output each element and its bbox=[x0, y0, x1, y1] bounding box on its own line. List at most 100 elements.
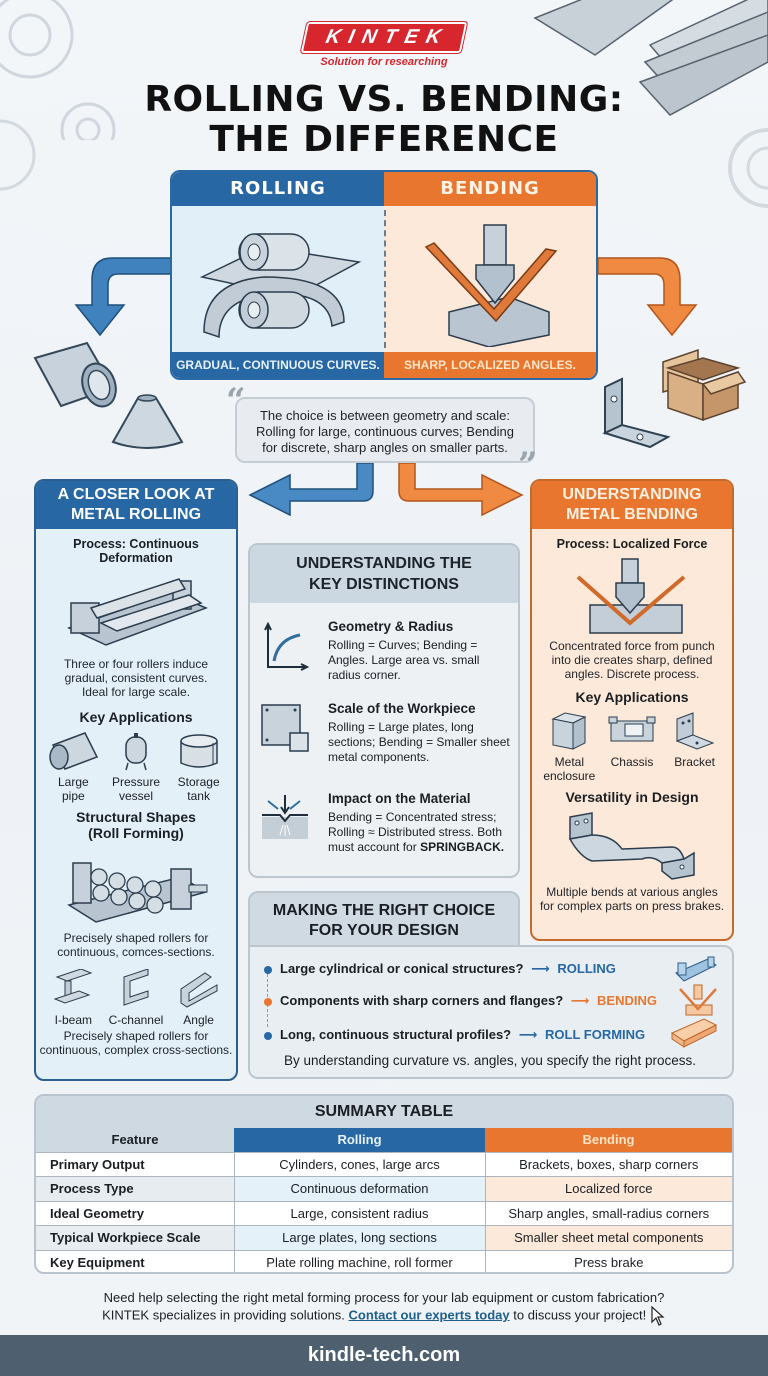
app-chassis: Chassis bbox=[601, 711, 663, 783]
enclosure-icon bbox=[551, 712, 587, 750]
table-row: Process Type Continuous deformation Loca… bbox=[36, 1176, 732, 1201]
pipe-icon bbox=[33, 341, 117, 408]
choice-row-roll-forming: Long, continuous structural profiles? ⟶ … bbox=[264, 1027, 645, 1043]
choice-summary-text: By understanding curvature vs. angles, y… bbox=[284, 1053, 696, 1068]
roll-forming-mini-icon bbox=[670, 1018, 718, 1048]
summary-grid: Feature Rolling Bending Primary Output C… bbox=[36, 1128, 732, 1272]
stress-impact-icon bbox=[262, 795, 308, 839]
choice-row-rolling: Large cylindrical or conical structures?… bbox=[264, 961, 616, 977]
plate-scale-icon bbox=[261, 704, 309, 752]
storage-tank-icon bbox=[179, 734, 218, 768]
versatility-desc: Multiple bends at various angles for com… bbox=[539, 885, 725, 913]
rolling-apps-title: Key Applications bbox=[79, 709, 193, 725]
rolling-process-desc: Three or four rollers induce gradual, co… bbox=[63, 657, 209, 699]
page-title: ROLLING VS. BENDING: THE DIFFERENCE bbox=[144, 79, 624, 160]
rolling-panel-title: A CLOSER LOOK AT METAL ROLLING bbox=[36, 481, 236, 529]
roll-forming-machine-icon bbox=[67, 862, 208, 923]
metal-rolling-panel: A CLOSER LOOK AT METAL ROLLING Process: … bbox=[34, 479, 238, 1081]
cursor-pointer-icon bbox=[651, 1305, 665, 1326]
punch-die-icon bbox=[576, 558, 686, 634]
close-quote-icon: ” bbox=[518, 445, 538, 485]
roll-forming-footnote: Precisely shaped rollers for continuous,… bbox=[39, 1029, 233, 1057]
table-row: Primary Output Cylinders, cones, large a… bbox=[36, 1151, 732, 1177]
bending-side: BENDING SHARP, LOCALIZED ANGLES. bbox=[384, 172, 596, 378]
bending-caption: SHARP, LOCALIZED ANGLES. bbox=[384, 352, 596, 378]
rolling-header: ROLLING bbox=[172, 172, 384, 206]
bracket-icon bbox=[675, 712, 715, 750]
gear-decoration-icon bbox=[728, 128, 768, 208]
bending-arrow-icon bbox=[598, 257, 698, 337]
bending-panel-title: UNDERSTANDING METAL BENDING bbox=[532, 481, 732, 529]
box-icon bbox=[662, 348, 747, 422]
app-pressure-vessel: Pressure vessel bbox=[105, 731, 167, 803]
metal-plates-icon bbox=[533, 0, 768, 116]
summary-table: SUMMARY TABLE Feature Rolling Bending Pr… bbox=[34, 1094, 734, 1274]
rolling-process-title: Process: Continuous Deformation bbox=[73, 537, 199, 565]
app-large-pipe: Large pipe bbox=[42, 731, 104, 803]
bending-mini-icon bbox=[679, 984, 717, 1016]
contact-experts-link[interactable]: Contact our experts today bbox=[348, 1307, 510, 1323]
bullet-dot-icon bbox=[264, 1031, 272, 1040]
table-row: Key Equipment Plate rolling machine, rol… bbox=[36, 1249, 732, 1272]
bending-apps-title: Key Applications bbox=[575, 689, 689, 705]
logo-badge: KINTEK bbox=[300, 22, 468, 53]
plate-rolling-machine-icon bbox=[66, 578, 209, 646]
arrow-right-icon: ⟶ bbox=[531, 961, 550, 976]
rolling-arrow-icon bbox=[74, 257, 174, 337]
pipe-icon bbox=[49, 732, 99, 770]
bending-process-desc: Concentrated force from punch into die c… bbox=[549, 639, 715, 681]
curve-graph-icon bbox=[264, 621, 310, 671]
branch-arrow-left-icon bbox=[248, 463, 374, 517]
app-storage-tank: Storage tank bbox=[168, 731, 230, 803]
arrow-right-icon: ⟶ bbox=[518, 1027, 538, 1042]
bending-header: BENDING bbox=[384, 172, 596, 206]
logo-tagline: Solution for researching bbox=[320, 56, 448, 68]
footer-site-link[interactable]: kindle-tech.com bbox=[0, 1335, 768, 1376]
shape-i-beam: I-beam bbox=[42, 969, 104, 1027]
app-metal-enclosure: Metal enclosure bbox=[538, 711, 600, 783]
chassis-icon bbox=[608, 716, 656, 742]
metal-bending-panel: UNDERSTANDING METAL BENDING Process: Loc… bbox=[530, 479, 734, 941]
cone-icon bbox=[111, 394, 184, 449]
gear-decoration-icon bbox=[0, 119, 36, 191]
compare-divider bbox=[384, 210, 386, 348]
bullet-dot-icon bbox=[264, 965, 272, 974]
arrow-right-icon: ⟶ bbox=[570, 993, 590, 1008]
choice-row-bending: Components with sharp corners and flange… bbox=[264, 993, 657, 1009]
pressure-vessel-icon bbox=[125, 733, 147, 771]
rolling-caption: GRADUAL, CONTINUOUS CURVES. bbox=[172, 352, 384, 378]
c-channel-icon bbox=[123, 969, 149, 1006]
kintek-logo: KINTEK Solution for researching bbox=[300, 22, 468, 68]
rolling-side: ROLLING GRADUAL, CONTINUOUS CURVES. bbox=[172, 172, 384, 378]
shape-angle: Angle bbox=[168, 969, 230, 1027]
bracket-icon bbox=[602, 377, 671, 449]
structural-shapes-desc: Precisely shaped rollers for continuous,… bbox=[57, 931, 215, 959]
key-quote: The choice is between geometry and scale… bbox=[235, 397, 535, 463]
branch-arrow-right-icon bbox=[398, 463, 524, 517]
rolling-rollers-icon bbox=[199, 233, 362, 339]
versatility-title: Versatility in Design bbox=[565, 789, 699, 805]
summary-table-title: SUMMARY TABLE bbox=[36, 1096, 732, 1128]
key-distinctions-panel: UNDERSTANDING THE KEY DISTINCTIONS Geome… bbox=[248, 543, 520, 878]
bending-process-title: Process: Localized Force bbox=[556, 537, 708, 551]
rolling-machine-mini-icon bbox=[675, 956, 717, 982]
bullet-dot-icon bbox=[264, 997, 272, 1006]
gear-decoration-icon bbox=[0, 0, 116, 140]
call-to-action: Need help selecting the right metal form… bbox=[0, 1289, 768, 1326]
rolling-apps-list: Large pipe Pressure vessel Storage tank bbox=[36, 731, 236, 803]
table-row: Ideal Geometry Large, consistent radius … bbox=[36, 1200, 732, 1226]
press-brake-punch-icon bbox=[424, 224, 558, 347]
shape-c-channel: C-channel bbox=[105, 969, 167, 1027]
table-header-row: Feature Rolling Bending bbox=[36, 1128, 732, 1152]
table-row: Typical Workpiece Scale Large plates, lo… bbox=[36, 1225, 732, 1250]
right-choice-title: MAKING THE RIGHT CHOICE FOR YOUR DESIGN bbox=[248, 891, 520, 947]
angle-icon bbox=[180, 972, 218, 1008]
i-beam-icon bbox=[53, 969, 93, 1004]
structural-shapes-list: I-beam C-channel Angle bbox=[36, 969, 236, 1027]
structural-shapes-title: Structural Shapes (Roll Forming) bbox=[76, 809, 196, 841]
distinctions-title: UNDERSTANDING THE KEY DISTINCTIONS bbox=[250, 545, 518, 603]
multi-bend-part-icon bbox=[568, 812, 695, 880]
bending-apps-list: Metal enclosure Chassis Bracket bbox=[532, 711, 732, 783]
rolling-vs-bending-panel: ROLLING GRADUAL, CONTINUOUS CURVES. BEND… bbox=[170, 170, 598, 380]
right-choice-panel: Large cylindrical or conical structures?… bbox=[248, 945, 734, 1079]
